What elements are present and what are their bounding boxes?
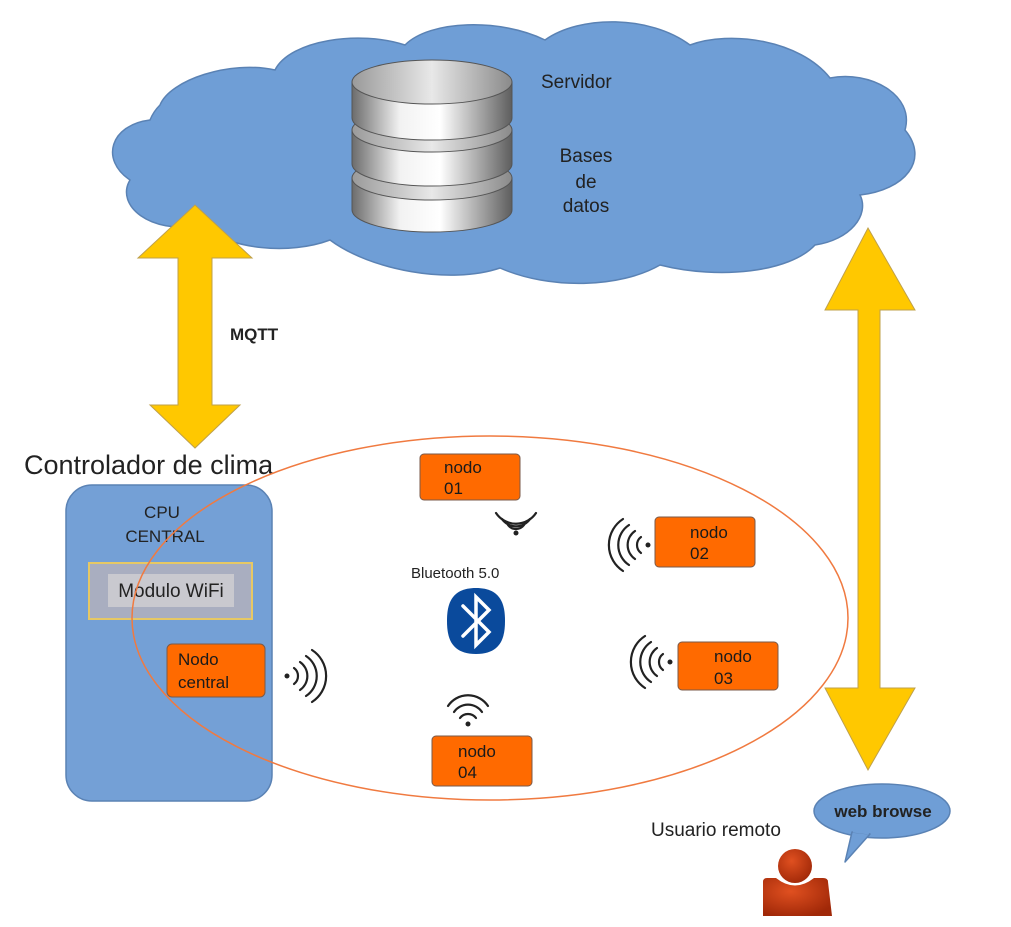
node-04-line1: nodo xyxy=(458,742,496,761)
node-01-line2: 01 xyxy=(444,479,463,498)
signal-icon-node-02 xyxy=(607,517,651,573)
bluetooth-label: Bluetooth 5.0 xyxy=(411,565,499,582)
speech-bubble-text: web browse xyxy=(833,802,931,821)
node-02-line1: nodo xyxy=(690,523,728,542)
controller-title: Controlador de clima xyxy=(24,450,274,480)
remote-access-arrow xyxy=(824,226,916,772)
user-icon xyxy=(763,849,832,916)
signal-icon-node-04 xyxy=(446,694,490,727)
node-03-box xyxy=(677,641,779,691)
central-node-line2: central xyxy=(178,673,229,692)
node-02-line2: 02 xyxy=(690,544,709,563)
database-icon xyxy=(351,59,513,233)
bluetooth-network-ring xyxy=(131,435,849,801)
node-02-box xyxy=(654,516,756,568)
node-01-box xyxy=(419,453,521,501)
speech-bubble xyxy=(813,783,951,863)
remote-user-label: Usuario remoto xyxy=(651,820,781,841)
cloud-shape xyxy=(111,21,916,285)
bluetooth-icon xyxy=(447,588,505,654)
node-04-line2: 04 xyxy=(458,763,477,782)
db-label-line1: Bases xyxy=(560,146,613,167)
node-04-box xyxy=(431,735,533,787)
wifi-module-label: Modulo WiFi xyxy=(118,581,224,602)
node-03-line1: nodo xyxy=(714,647,752,666)
signal-icon-node-03 xyxy=(629,634,673,690)
mqtt-label: MQTT xyxy=(230,325,279,344)
central-node-line1: Nodo xyxy=(178,650,219,669)
cpu-label-line1: CPU xyxy=(144,503,180,522)
mqtt-arrow xyxy=(136,204,254,449)
node-03-line2: 03 xyxy=(714,669,733,688)
db-label-line3: datos xyxy=(563,196,609,217)
central-node-box xyxy=(166,643,266,698)
server-label: Servidor xyxy=(541,72,612,93)
node-01-line1: nodo xyxy=(444,458,482,477)
db-label-line2: de xyxy=(575,172,596,193)
wifi-module-inner xyxy=(108,574,234,607)
cpu-label-line2: CENTRAL xyxy=(125,527,204,546)
signal-icon-node-01 xyxy=(494,511,538,536)
signal-icon-central xyxy=(284,648,328,704)
